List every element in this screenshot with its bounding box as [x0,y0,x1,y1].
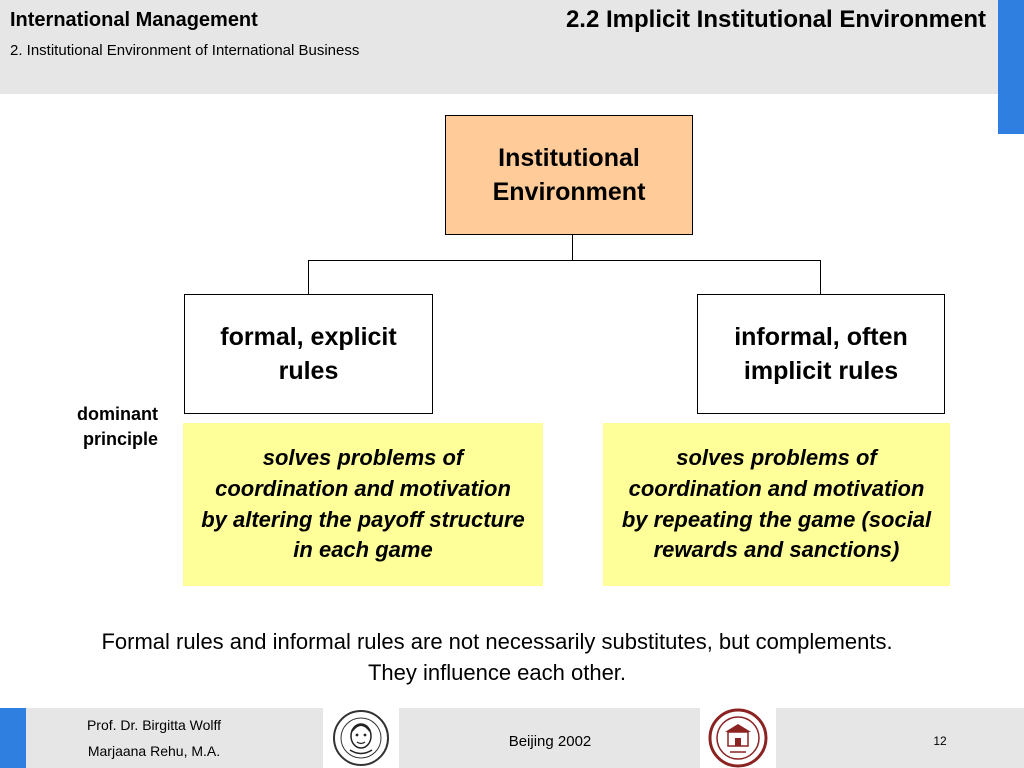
slide-title: 2.2 Implicit Institutional Environment [565,6,986,33]
informal-principle-text: solves problems of coordination and moti… [621,444,932,563]
formal-principle-text: solves problems of coordination and moti… [201,444,525,563]
formal-rules-label: formal, explicit rules [220,322,397,386]
footer-event: Beijing 2002 [508,733,592,750]
formal-principle-note: solves problems of coordination and moti… [183,423,543,586]
author-1: Prof. Dr. Birgitta Wolff [86,717,222,733]
author-2: Marjaana Rehu, M.A. [87,743,221,759]
node-informal-rules: informal, often implicit rules [697,294,945,414]
conclusion-text: Formal rules and informal rules are not … [0,626,994,688]
connector-left-down [308,260,309,294]
beijing-normal-university-seal-icon [700,708,776,768]
university-seal-left-icon [323,708,399,768]
course-title: International Management [10,9,258,31]
connector-horizontal [308,260,820,261]
page-number: 12 [933,734,947,748]
footer-accent-bar [0,708,26,768]
header-accent-bar [998,0,1024,134]
root-node-label: Institutional Environment [492,143,646,207]
conclusion-line-2: They influence each other. [367,660,627,686]
root-node-institutional-environment: Institutional Environment [445,115,693,235]
dominant-principle-label: dominant principle [77,404,158,450]
informal-principle-note: solves problems of coordination and moti… [603,423,950,586]
node-formal-rules: formal, explicit rules [184,294,433,414]
header-bar [0,0,998,94]
footer-bar [26,708,1024,768]
connector-right-down [820,260,821,294]
conclusion-line-1: Formal rules and informal rules are not … [101,629,893,654]
connector-root-down [572,235,573,260]
informal-rules-label: informal, often implicit rules [734,322,908,386]
course-subtitle: 2. Institutional Environment of Internat… [10,42,360,59]
footer-authors: Prof. Dr. Birgitta Wolff Marjaana Rehu, … [56,712,252,764]
